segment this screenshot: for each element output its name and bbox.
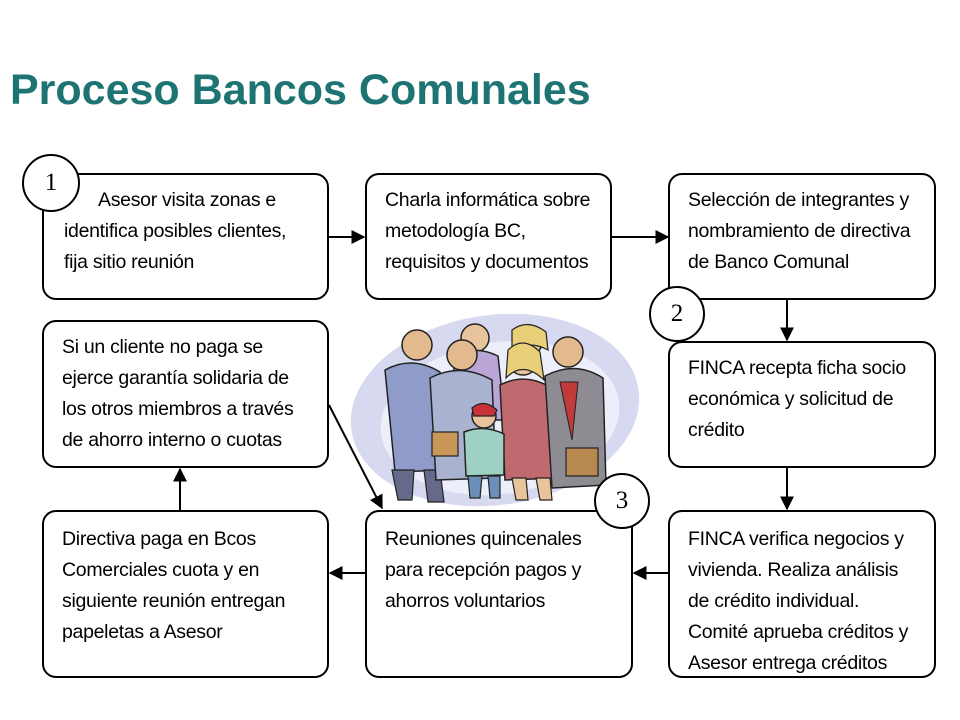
- group-of-people-illustration: [350, 313, 640, 507]
- step-box-5: FINCA verifica negocios y vivienda. Real…: [668, 510, 936, 678]
- step-7-line-2: Comerciales cuota y en: [62, 559, 260, 581]
- step-4-line-2: económica y solicitud de: [688, 388, 894, 410]
- step-box-8: Si un cliente no paga se ejerce garantía…: [42, 320, 329, 468]
- step-8-line-3: los otros miembros a través: [62, 398, 294, 420]
- step-6-line-3: ahorros voluntarios: [385, 590, 546, 612]
- step-1-line-2: identifica posibles clientes,: [64, 220, 287, 242]
- step-box-7: Directiva paga en Bcos Comerciales cuota…: [42, 510, 329, 678]
- step-3-line-3: de Banco Comunal: [688, 251, 850, 273]
- step-7-line-3: siguiente reunión entregan: [62, 590, 286, 612]
- step-1-line-3: fija sitio reunión: [64, 251, 195, 273]
- step-7-line-4: papeletas a Asesor: [62, 621, 223, 643]
- step-1-line-1: Asesor visita zonas e: [98, 189, 276, 211]
- step-8-line-2: ejerce garantía solidaria de: [62, 367, 289, 389]
- step-2-line-2: metodología BC,: [385, 220, 526, 242]
- step-5-line-1: FINCA verifica negocios y: [688, 528, 904, 550]
- step-7-line-1: Directiva paga en Bcos: [62, 528, 256, 550]
- step-marker-2: 2: [649, 286, 705, 342]
- step-5-line-2: vivienda. Realiza análisis: [688, 559, 899, 581]
- step-box-1: Asesor visita zonas e identifica posible…: [42, 173, 329, 300]
- step-5-line-4: Comité aprueba créditos y: [688, 621, 909, 643]
- step-box-3: Selección de integrantes y nombramiento …: [668, 173, 936, 300]
- step-4-line-3: crédito: [688, 419, 745, 441]
- step-marker-3: 3: [594, 473, 650, 529]
- step-2-line-3: requisitos y documentos: [385, 251, 589, 273]
- step-4-line-1: FINCA recepta ficha socio: [688, 357, 906, 379]
- step-box-6: Reuniones quincenales para recepción pag…: [365, 510, 633, 678]
- step-6-line-2: para recepción pagos y: [385, 559, 582, 581]
- step-2-line-1: Charla informática sobre: [385, 189, 591, 211]
- step-8-line-4: de ahorro interno o cuotas: [62, 429, 282, 451]
- step-marker-1: 1: [22, 154, 80, 212]
- step-box-4: FINCA recepta ficha socio económica y so…: [668, 341, 936, 468]
- step-5-line-3: de crédito individual.: [688, 590, 860, 612]
- step-6-line-1: Reuniones quincenales: [385, 528, 582, 550]
- step-8-line-1: Si un cliente no paga se: [62, 336, 263, 358]
- page-title: Proceso Bancos Comunales: [10, 66, 591, 114]
- step-3-line-1: Selección de integrantes y: [688, 189, 909, 211]
- step-box-2: Charla informática sobre metodología BC,…: [365, 173, 612, 300]
- step-3-line-2: nombramiento de directiva: [688, 220, 911, 242]
- step-5-line-5: Asesor entrega créditos: [688, 652, 888, 674]
